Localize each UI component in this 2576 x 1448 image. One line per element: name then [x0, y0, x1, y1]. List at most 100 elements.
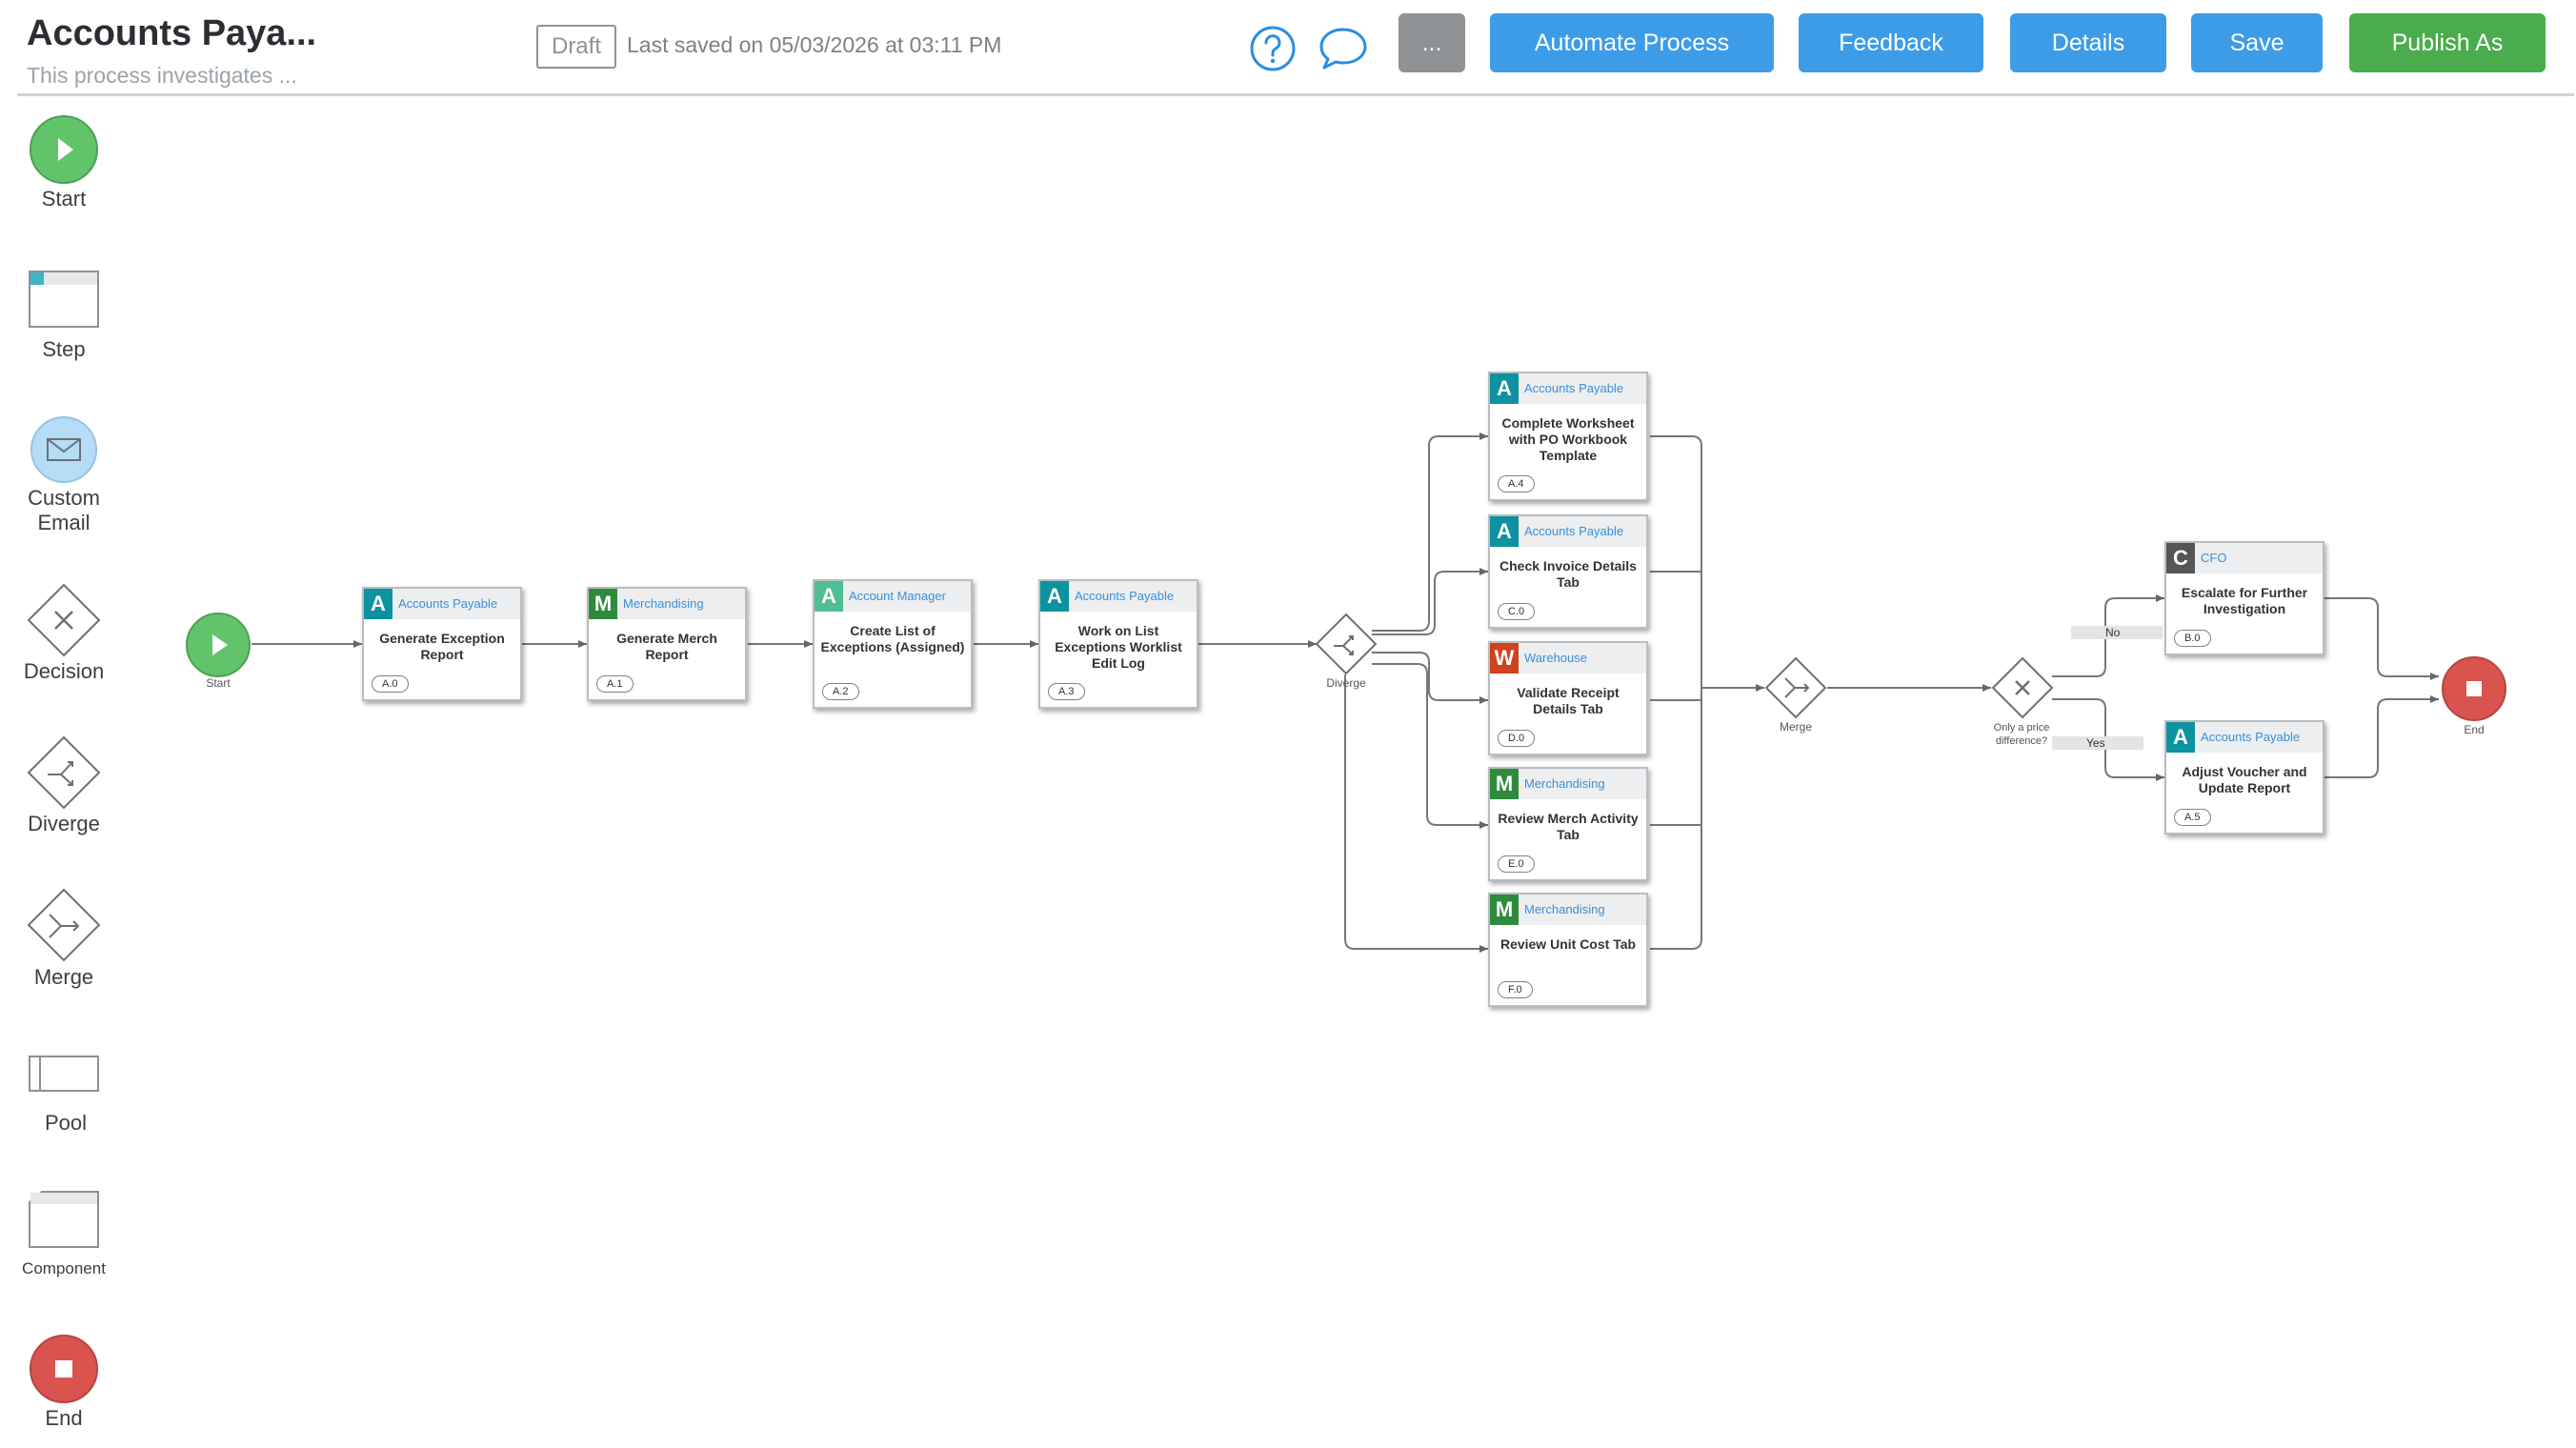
- task-name: Review Unit Cost Tab: [1499, 936, 1637, 952]
- task-id: A.3: [1048, 683, 1085, 700]
- task-id: A.2: [822, 683, 859, 700]
- status-badge: Draft: [536, 25, 616, 69]
- palette-decision-icon[interactable]: [27, 583, 101, 657]
- toolbar-header: Accounts Paya... This process investigat…: [0, 0, 2576, 96]
- edge-label-yes: Yes: [2052, 736, 2143, 750]
- task-node[interactable]: A Accounts Payable Work on List Exceptio…: [1038, 579, 1198, 709]
- merge-gateway-icon[interactable]: [1764, 656, 1827, 719]
- merge-gateway-label: Merge: [1779, 720, 1812, 734]
- diverge-gateway-icon[interactable]: [1315, 613, 1378, 675]
- connector: [1650, 435, 1702, 950]
- task-role: Warehouse: [1524, 651, 1587, 665]
- task-role-badge: C: [2166, 543, 2195, 573]
- process-description[interactable]: This process investigates ...: [27, 63, 297, 88]
- help-icon[interactable]: [1249, 25, 1297, 72]
- task-node[interactable]: W Warehouse Validate Receipt Details Tab…: [1488, 641, 1648, 755]
- end-event-label: End: [2464, 723, 2485, 736]
- task-name: Check Invoice Details Tab: [1499, 558, 1637, 590]
- connector: [1372, 432, 1488, 632]
- task-role-badge: M: [1490, 895, 1519, 925]
- palette-component-label: Component: [22, 1259, 106, 1277]
- task-id: A.1: [596, 675, 634, 693]
- palette-decision-label: Decision: [23, 659, 105, 683]
- task-node[interactable]: M Merchandising Review Merch Activity Ta…: [1488, 767, 1648, 881]
- task-node[interactable]: A Accounts Payable Complete Worksheet wi…: [1488, 372, 1648, 501]
- connector: [1372, 652, 1488, 704]
- task-node[interactable]: A Accounts Payable Generate Exception Re…: [362, 587, 522, 701]
- palette-pool-label: Pool: [44, 1111, 88, 1135]
- task-id: F.0: [1498, 981, 1533, 998]
- task-name: Validate Receipt Details Tab: [1517, 685, 1620, 716]
- task-role-badge: A: [1490, 516, 1519, 547]
- task-role: Merchandising: [1524, 902, 1605, 916]
- palette-merge-label: Merge: [33, 965, 94, 989]
- task-name: Escalate for Further Investigation: [2181, 585, 2308, 616]
- decision-gateway-label-line2: difference?: [1995, 735, 2048, 747]
- connector: [2324, 695, 2439, 778]
- edge-label-no: No: [2071, 626, 2163, 639]
- task-node[interactable]: A Accounts Payable Check Invoice Details…: [1488, 514, 1648, 629]
- task-name: Adjust Voucher and Update Report: [2182, 764, 2307, 795]
- publish-as-button[interactable]: Publish As: [2349, 13, 2546, 72]
- task-node[interactable]: M Merchandising Review Unit Cost Tab F.0: [1488, 893, 1648, 1007]
- task-role-badge: A: [1490, 373, 1519, 404]
- task-node[interactable]: A Accounts Payable Adjust Voucher and Up…: [2164, 720, 2324, 835]
- palette-step-label: Step: [42, 337, 86, 361]
- start-event-label: Start: [206, 676, 231, 690]
- task-role-badge: A: [815, 581, 843, 612]
- palette-start-label: Start: [41, 187, 87, 211]
- decision-gateway-icon[interactable]: [1991, 656, 2054, 719]
- palette-custom-email-icon[interactable]: [29, 415, 99, 484]
- task-id: A.0: [372, 675, 409, 693]
- palette-step-icon[interactable]: [29, 271, 99, 328]
- task-id: E.0: [1498, 855, 1535, 873]
- end-event-icon[interactable]: [2441, 655, 2507, 722]
- palette-diverge-label: Diverge: [28, 812, 100, 835]
- palette-start-icon[interactable]: [29, 114, 99, 185]
- task-node[interactable]: C CFO Escalate for Further Investigation…: [2164, 541, 2324, 655]
- task-id: C.0: [1498, 603, 1536, 620]
- task-role: Accounts Payable: [1524, 524, 1624, 538]
- connector: [1372, 568, 1488, 635]
- palette-component-icon[interactable]: [29, 1191, 99, 1248]
- connector: [1344, 674, 1488, 953]
- comment-icon[interactable]: [1318, 25, 1369, 72]
- start-event-icon[interactable]: [185, 612, 252, 678]
- task-role: Accounts Payable: [1075, 589, 1175, 603]
- task-role-badge: A: [1040, 581, 1069, 612]
- palette-merge-icon[interactable]: [27, 888, 101, 962]
- feedback-button[interactable]: Feedback: [1799, 13, 1983, 72]
- task-name: Generate Merch Report: [616, 631, 717, 662]
- palette-pool-icon[interactable]: [29, 1056, 99, 1094]
- more-options-button[interactable]: ...: [1399, 13, 1465, 72]
- save-button[interactable]: Save: [2191, 13, 2323, 72]
- task-name: Create List of Exceptions (Assigned): [820, 623, 965, 654]
- task-role-badge: M: [1490, 769, 1519, 799]
- task-role: Account Manager: [849, 589, 946, 603]
- task-role-badge: M: [589, 589, 617, 619]
- task-name: Complete Worksheet with PO Workbook Temp…: [1501, 415, 1635, 463]
- task-role: CFO: [2201, 551, 2227, 565]
- palette-custom-email-label-line2: Email: [37, 511, 91, 534]
- automate-process-button[interactable]: Automate Process: [1490, 13, 1774, 72]
- task-node[interactable]: M Merchandising Generate Merch Report A.…: [587, 587, 747, 701]
- process-title[interactable]: Accounts Paya...: [27, 13, 317, 53]
- task-role-badge: W: [1490, 643, 1519, 674]
- task-name: Generate Exception Report: [379, 631, 505, 662]
- details-button[interactable]: Details: [2010, 13, 2166, 72]
- last-saved-text: Last saved on 05/03/2026 at 03:11 PM: [627, 32, 1002, 57]
- task-name: Work on List Exceptions Worklist Edit Lo…: [1055, 623, 1182, 671]
- header-divider: [17, 93, 2574, 96]
- task-id: A.4: [1498, 475, 1535, 493]
- task-id: A.5: [2174, 809, 2211, 826]
- task-role-badge: A: [364, 589, 392, 619]
- task-id: B.0: [2174, 630, 2211, 647]
- task-name: Review Merch Activity Tab: [1498, 811, 1639, 842]
- task-role: Merchandising: [623, 596, 704, 611]
- task-role: Accounts Payable: [1524, 381, 1624, 395]
- palette-diverge-icon[interactable]: [27, 735, 101, 810]
- task-node[interactable]: A Account Manager Create List of Excepti…: [813, 579, 973, 709]
- palette-end-icon[interactable]: [29, 1334, 99, 1404]
- palette-custom-email-label-line1: Custom: [28, 486, 100, 510]
- connector: [1372, 663, 1488, 829]
